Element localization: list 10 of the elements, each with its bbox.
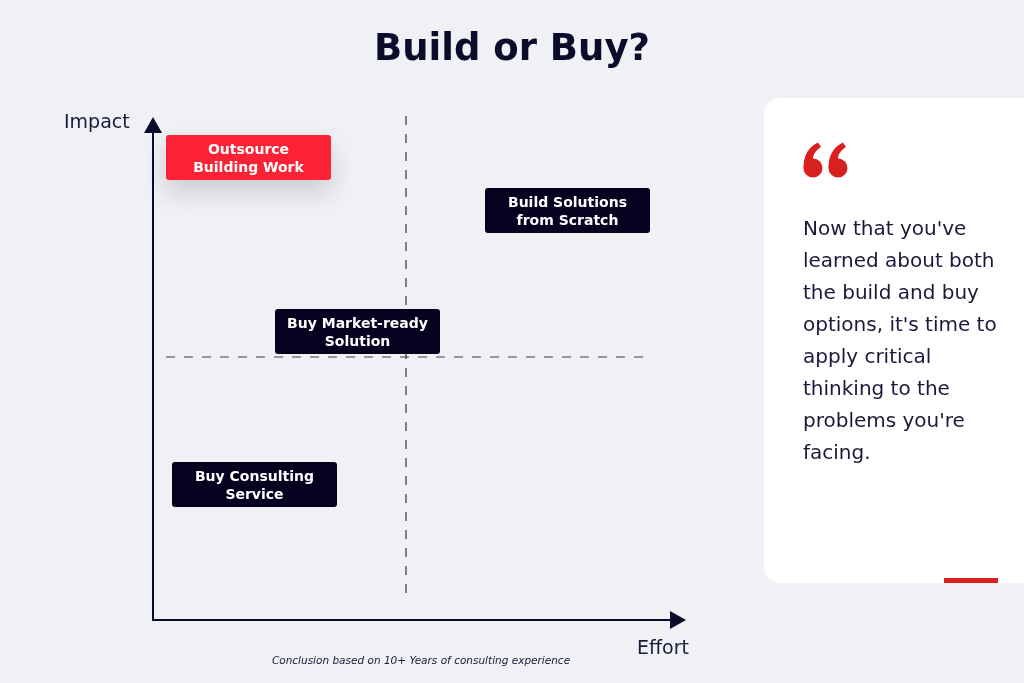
chart-title: Build or Buy? <box>374 26 650 69</box>
axis-label: Impact <box>64 110 130 132</box>
quote-text: Now that you've learned about both the build and buy options, it's time to apply critical thinking to the problems you're facing. <box>803 215 998 466</box>
axis-label: Effort <box>637 636 689 658</box>
option-box: Buy Market-ready Solution <box>275 309 440 354</box>
caption: Conclusion based on 10+ Years of consulting experience <box>271 654 571 666</box>
option-box: Outsource Building Work <box>166 135 331 180</box>
option-box: Build Solutions from Scratch <box>485 188 650 233</box>
option-box: Buy Consulting Service <box>172 462 337 507</box>
quote-card <box>764 98 1024 583</box>
